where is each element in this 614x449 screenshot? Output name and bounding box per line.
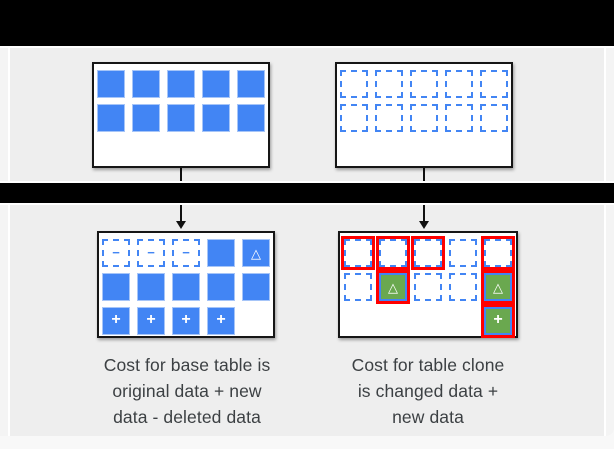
right-edge-strip — [604, 46, 614, 436]
block-green-delta-red: △ — [481, 270, 515, 304]
block-dashed-minus: − — [137, 239, 165, 267]
block-solid — [202, 104, 230, 132]
table-clone-cost-caption: Cost for table clone is changed data + n… — [316, 352, 540, 430]
block-solid — [167, 104, 195, 132]
arrow-head-icon — [175, 221, 186, 229]
block-solid — [207, 273, 235, 301]
block-dashed — [375, 104, 403, 132]
block-solid — [132, 104, 160, 132]
block-solid — [97, 104, 125, 132]
block-dashed — [410, 70, 438, 98]
caption-line: is changed data + — [357, 381, 499, 401]
block-solid-plus: + — [102, 307, 130, 335]
block-solid — [167, 70, 195, 98]
redaction-bar-middle — [0, 181, 614, 205]
table-clone-initial-box — [335, 62, 513, 168]
block-dashed — [340, 104, 368, 132]
block-solid — [172, 273, 200, 301]
block-symbol: △ — [251, 245, 261, 261]
block-solid — [237, 104, 265, 132]
block-solid — [237, 70, 265, 98]
block-green-plus-red: + — [481, 304, 515, 338]
block-solid — [137, 273, 165, 301]
block-dashed — [344, 273, 372, 301]
block-symbol: − — [147, 244, 155, 260]
block-solid — [102, 273, 130, 301]
block-dashed — [480, 104, 508, 132]
block-solid-plus: + — [137, 307, 165, 335]
block-symbol: + — [216, 311, 226, 328]
block-solid-plus: + — [172, 307, 200, 335]
left-edge-strip — [0, 46, 10, 436]
block-dashed-red — [341, 236, 375, 270]
arrow-head-icon — [418, 221, 429, 229]
block-solid — [97, 70, 125, 98]
block-dashed — [340, 70, 368, 98]
block-dashed — [449, 273, 477, 301]
block-symbol: − — [112, 244, 120, 260]
block-dashed — [410, 104, 438, 132]
block-symbol: + — [111, 311, 121, 328]
block-solid — [242, 273, 270, 301]
block-dashed-red — [376, 236, 410, 270]
base-table-original-grid — [97, 64, 265, 166]
block-dashed — [480, 70, 508, 98]
block-dashed — [445, 70, 473, 98]
block-symbol: △ — [493, 279, 503, 295]
caption-line: data - deleted data — [113, 407, 261, 427]
block-symbol: − — [182, 244, 190, 260]
block-symbol: + — [181, 311, 191, 328]
caption-line: new data — [392, 407, 464, 427]
block-dashed-minus: − — [102, 239, 130, 267]
table-clone-cost-box: △ △ + — [338, 231, 518, 338]
base-table-original-box — [92, 62, 270, 168]
caption-line: Cost for table clone — [351, 355, 505, 375]
caption-line: Cost for base table is — [103, 355, 271, 375]
table-clone-cost-grid: △ △ + — [341, 233, 515, 338]
block-dashed-minus: − — [172, 239, 200, 267]
block-symbol: + — [493, 311, 503, 328]
block-dashed — [414, 273, 442, 301]
redaction-bar-top — [0, 0, 614, 48]
block-solid-delta: △ — [242, 239, 270, 267]
block-green-delta-red: △ — [376, 270, 410, 304]
block-dashed-red — [481, 236, 515, 270]
block-dashed — [445, 104, 473, 132]
block-symbol: △ — [388, 279, 398, 295]
base-table-cost-box: − − − △ + + + + — [97, 231, 275, 338]
block-dashed — [449, 239, 477, 267]
block-solid-plus: + — [207, 307, 235, 335]
block-solid — [202, 70, 230, 98]
block-dashed-red — [411, 236, 445, 270]
base-table-cost-caption: Cost for base table is original data + n… — [75, 352, 299, 430]
base-table-cost-grid: − − − △ + + + + — [102, 233, 270, 336]
table-clone-initial-grid — [340, 64, 508, 166]
block-dashed — [375, 70, 403, 98]
block-symbol: + — [146, 311, 156, 328]
block-solid — [132, 70, 160, 98]
caption-line: original data + new — [112, 381, 262, 401]
block-solid — [207, 239, 235, 267]
